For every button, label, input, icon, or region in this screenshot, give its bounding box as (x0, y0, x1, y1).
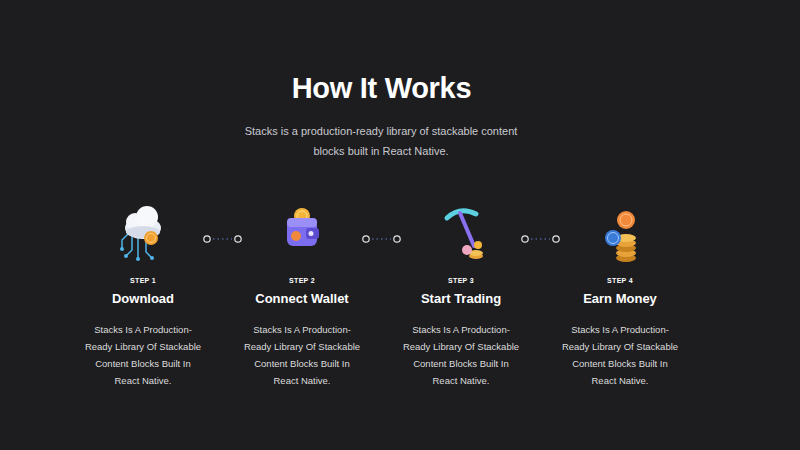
step-card: STEP 2 Connect WalletStacks Is A Producti… (242, 205, 362, 389)
end-dot (553, 236, 559, 242)
coin-stack-icon (605, 211, 636, 262)
dotted-connector (204, 236, 241, 242)
dotted-connector (363, 236, 400, 242)
end-dot (522, 236, 528, 242)
dotted-connector (522, 236, 559, 242)
end-dot (394, 236, 400, 242)
step-title: Start Trading (401, 291, 521, 306)
end-dot (363, 236, 369, 242)
end-dot (235, 236, 241, 242)
dotted-line (372, 238, 391, 240)
step-description: Stacks Is A Production-Ready Library Of … (242, 321, 362, 389)
step-number: STEP 4 (560, 277, 680, 284)
dotted-line (531, 238, 550, 240)
step-number: STEP 1 (83, 277, 203, 284)
pickaxe-icon (447, 211, 483, 259)
step-number: STEP 2 (242, 277, 362, 284)
page-title: How It Works (0, 72, 763, 105)
end-dot (204, 236, 210, 242)
cloud-icon (120, 206, 161, 261)
subtitle: Stacks is a production-ready library of … (231, 121, 531, 161)
step-description: Stacks Is A Production-Ready Library Of … (401, 321, 521, 389)
step-number: STEP 3 (401, 277, 521, 284)
step-title: Connect Wallet (242, 291, 362, 306)
step-title: Earn Money (560, 291, 680, 306)
step-card: STEP 3 Start TradingStacks Is A Productio… (401, 205, 521, 389)
step-title: Download (83, 291, 203, 306)
step-description: Stacks Is A Production-Ready Library Of … (560, 321, 680, 389)
step-card: STEP 4 Earn MoneyStacks Is A Production-R… (560, 205, 680, 389)
step-description: Stacks Is A Production-Ready Library Of … (83, 321, 203, 389)
dotted-line (213, 238, 232, 240)
wallet-icon (287, 208, 319, 246)
step-card: STEP 1 DownloadStacks Is A Production-Rea… (83, 205, 203, 389)
